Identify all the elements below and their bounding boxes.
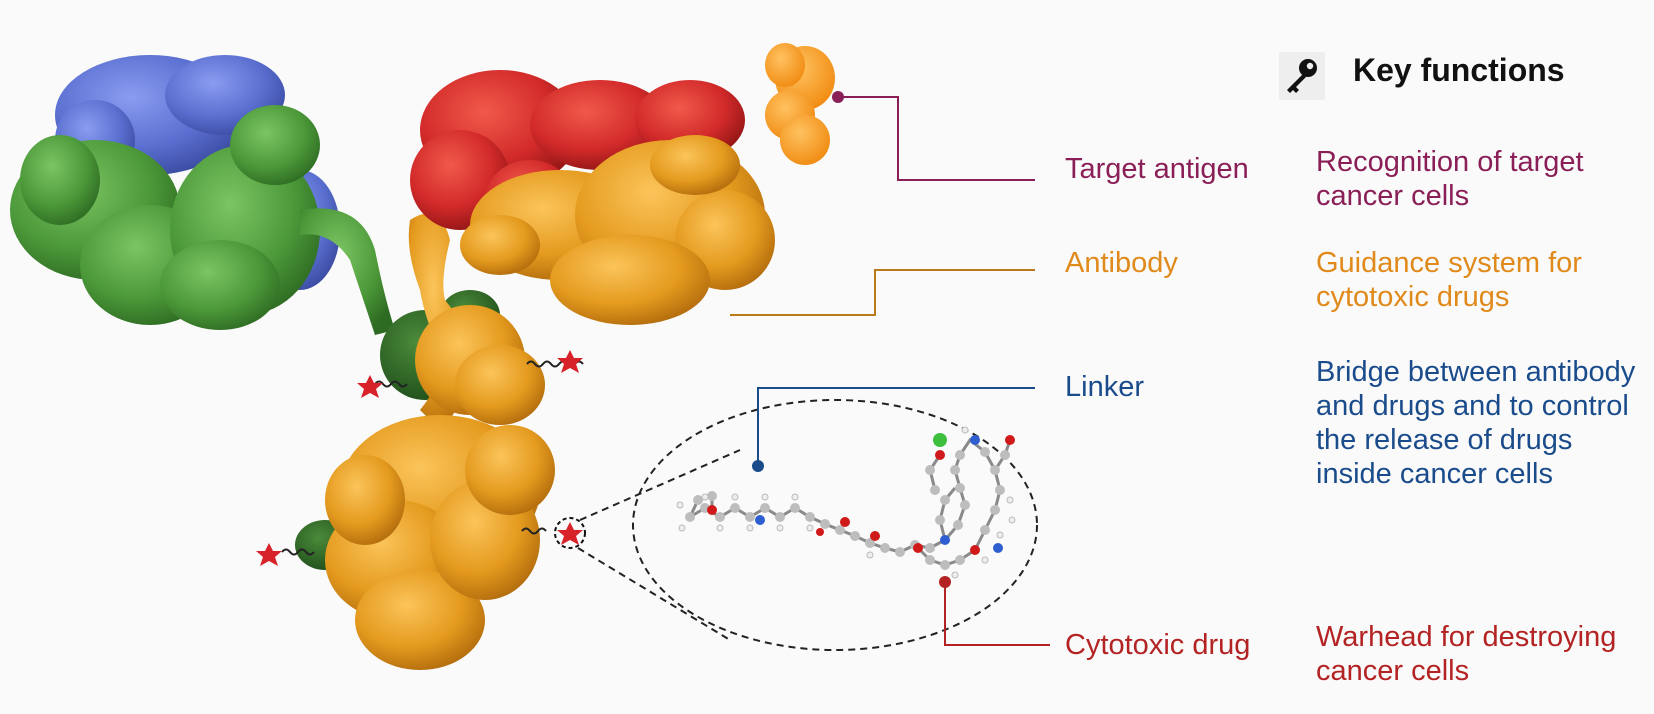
description-cytotoxic-drug: Warhead for destroying cancer cells	[1316, 620, 1616, 688]
key-icon	[1279, 52, 1325, 100]
green-domain	[10, 105, 395, 335]
cytotoxic-drug-dot	[939, 576, 951, 588]
description-antibody: Guidance system for cytotoxic drugs	[1316, 246, 1582, 314]
description-line: Bridge between antibody	[1316, 356, 1636, 388]
target-antigen-dot	[832, 91, 844, 103]
cytotoxic-drug-leader	[944, 580, 1050, 646]
orange-domain	[460, 135, 775, 325]
fc-region	[295, 213, 555, 670]
label-target-antigen: Target antigen	[1065, 153, 1249, 185]
target-antigen-leader	[838, 96, 1035, 181]
linker-leader	[757, 387, 1035, 466]
payload-stars	[256, 350, 583, 566]
left-fab-arm	[10, 55, 395, 335]
description-line: cancer cells	[1316, 655, 1470, 687]
highlight-circle	[554, 517, 586, 549]
label-antibody: Antibody	[1065, 247, 1178, 279]
label-cytotoxic-drug: Cytotoxic drug	[1065, 629, 1251, 661]
description-line: inside cancer cells	[1316, 458, 1553, 490]
description-linker: Bridge between antibody and drugs and to…	[1316, 355, 1635, 491]
target-antigen-structure	[765, 43, 835, 165]
description-line: cancer cells	[1316, 180, 1470, 212]
legend-title: Key functions	[1353, 52, 1565, 88]
right-fab-arm	[410, 70, 775, 325]
description-target-antigen: Recognition of target cancer cells	[1316, 145, 1584, 213]
drug-linker-molecule	[676, 426, 1016, 579]
label-linker: Linker	[1065, 371, 1144, 403]
antibody-leader	[730, 269, 1035, 316]
description-line: cytotoxic drugs	[1316, 281, 1510, 313]
description-line: and drugs and to control	[1316, 390, 1629, 422]
linker-dot	[752, 460, 764, 472]
callout-lines	[730, 96, 1050, 646]
description-line: Warhead for destroying	[1316, 621, 1617, 653]
description-line: Recognition of target	[1316, 146, 1584, 178]
zoom-lines	[577, 399, 1038, 651]
description-line: the release of drugs	[1316, 424, 1573, 456]
description-line: Guidance system for	[1316, 247, 1582, 279]
